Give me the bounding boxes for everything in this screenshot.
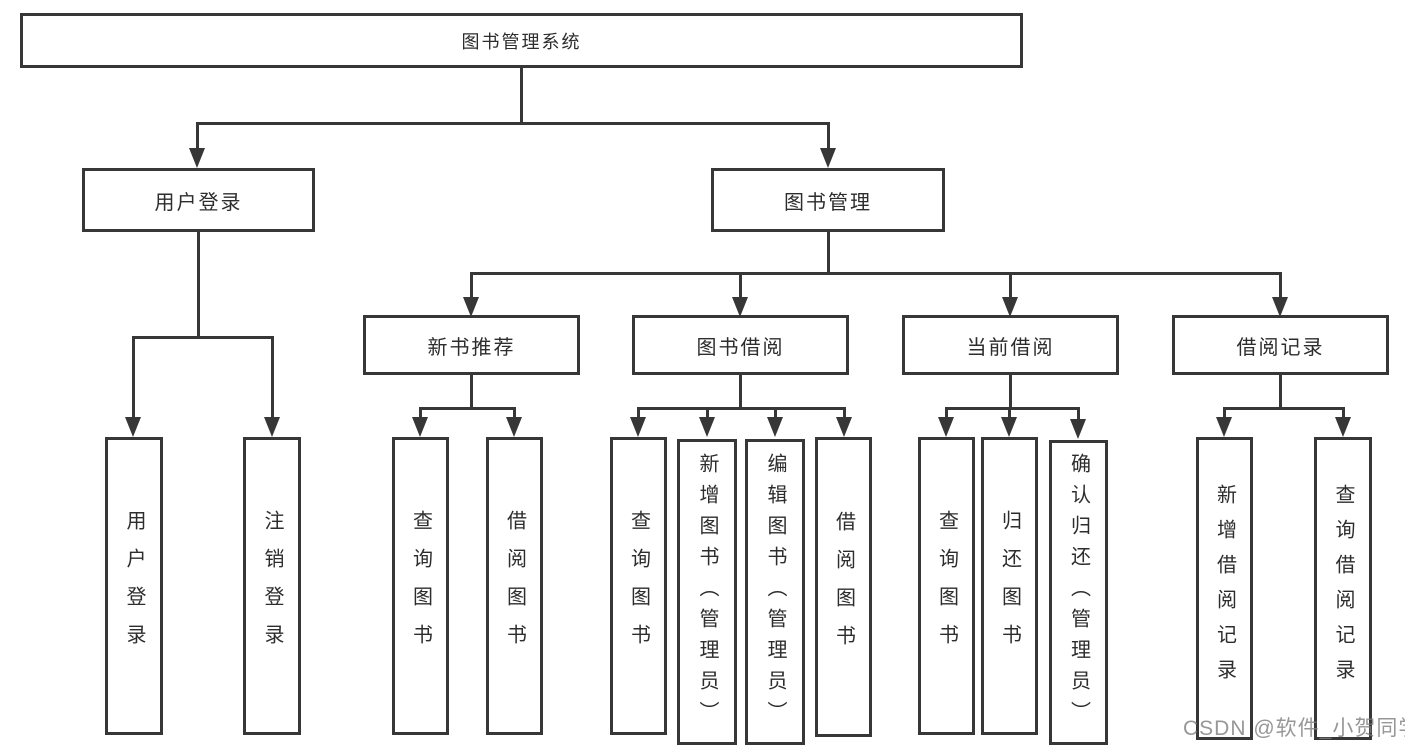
connector-book-rail: [470, 272, 1281, 275]
node-current-borrowing-label: 当前借阅: [966, 336, 1055, 359]
connector-user-rail: [133, 336, 274, 339]
arrowhead-to-user-login: [189, 148, 205, 168]
leaf-newrec-query-books-label: 查询图书: [409, 510, 432, 662]
connector-to-new-recommend: [470, 272, 473, 299]
connector-newrec-right: [513, 407, 516, 419]
connector-borrowing-rail: [638, 407, 845, 410]
arrowhead-current-return: [1001, 417, 1017, 437]
arrowhead-borrowing-edit: [767, 417, 783, 437]
leaf-borrowing-query-books: 查询图书: [610, 437, 667, 735]
arrowhead-newrec-borrow: [506, 417, 522, 437]
arrowhead-to-leaf-logout: [264, 417, 280, 437]
leaf-return-books: 归还图书: [981, 437, 1038, 735]
leaf-confirm-return-admin-label: 确认归还（管理员）: [1067, 453, 1090, 732]
node-book-management-label: 图书管理: [784, 191, 872, 214]
arrowhead-to-borrowing-records: [1272, 297, 1288, 317]
connector-newrec-stem: [470, 375, 473, 407]
arrowhead-current-confirm: [1070, 419, 1086, 439]
leaf-user-login-label: 用户登录: [123, 510, 145, 662]
node-user-login-module: 用户登录: [82, 168, 315, 232]
connector-records-2: [1342, 407, 1345, 419]
connector-to-book-borrowing: [739, 272, 742, 299]
connector-current-2: [1008, 407, 1011, 419]
arrowhead-records-add: [1216, 417, 1232, 437]
connector-root-to-book: [827, 122, 830, 150]
leaf-edit-books-admin-label: 编辑图书（管理员）: [764, 452, 786, 732]
connector-user-to-login: [132, 336, 135, 419]
arrowhead-current-query: [938, 417, 954, 437]
arrowhead-newrec-query: [412, 417, 428, 437]
connector-borrowing-4: [843, 407, 846, 419]
connector-borrowing-2: [706, 407, 709, 419]
connector-borrowing-3: [774, 407, 777, 419]
connector-root-rail: [197, 122, 829, 125]
connector-to-borrowing-records: [1279, 272, 1282, 299]
leaf-add-books-admin: 新增图书（管理员）: [677, 439, 737, 745]
leaf-add-books-admin-label: 新增图书（管理员）: [696, 452, 718, 732]
arrowhead-to-current-borrowing: [1002, 297, 1018, 317]
connector-book-stem: [827, 232, 830, 272]
arrowhead-records-query: [1335, 417, 1351, 437]
node-root-label: 图书管理系统: [461, 31, 582, 52]
connector-borrowing-1: [637, 407, 640, 419]
leaf-add-borrow-record: 新增借阅记录: [1196, 437, 1253, 740]
leaf-user-login: 用户登录: [105, 437, 163, 735]
node-book-management-module: 图书管理: [711, 168, 945, 232]
connector-current-rail: [946, 407, 1079, 410]
connector-records-rail: [1224, 407, 1344, 410]
arrowhead-to-book-management: [820, 148, 836, 168]
arrowhead-to-new-recommend: [463, 297, 479, 317]
connector-root-stem: [520, 68, 523, 122]
leaf-borrowing-borrow-books-label: 借阅图书: [832, 511, 855, 663]
node-root-system: 图书管理系统: [20, 13, 1023, 68]
leaf-current-query-books-label: 查询图书: [935, 510, 958, 662]
connector-current-1: [945, 407, 948, 419]
leaf-return-books-label: 归还图书: [998, 510, 1021, 662]
leaf-logout-label: 注销登录: [261, 510, 283, 662]
connector-user-to-logout: [271, 336, 274, 419]
leaf-logout: 注销登录: [243, 437, 301, 735]
connector-newrec-rail: [420, 407, 516, 410]
connector-records-stem: [1279, 375, 1282, 407]
leaf-newrec-borrow-books: 借阅图书: [486, 437, 543, 735]
node-book-borrowing: 图书借阅: [632, 315, 849, 375]
leaf-borrowing-borrow-books: 借阅图书: [815, 437, 872, 737]
leaf-newrec-borrow-books-label: 借阅图书: [503, 510, 526, 662]
leaf-current-query-books: 查询图书: [918, 437, 975, 735]
connector-current-stem: [1009, 375, 1012, 407]
leaf-add-borrow-record-label: 新增借阅记录: [1213, 483, 1236, 694]
connector-user-stem: [197, 232, 200, 336]
node-user-login-label: 用户登录: [154, 191, 243, 214]
connector-current-3: [1077, 407, 1080, 421]
leaf-borrowing-query-books-label: 查询图书: [627, 510, 650, 662]
csdn-watermark: CSDN @软件_小贺同学: [1183, 717, 1405, 740]
leaf-query-borrow-record: 查询借阅记录: [1314, 437, 1372, 740]
node-book-borrowing-label: 图书借阅: [696, 336, 785, 359]
arrowhead-borrowing-borrow: [836, 417, 852, 437]
node-new-book-recommend: 新书推荐: [363, 315, 580, 375]
node-current-borrowing: 当前借阅: [902, 315, 1119, 375]
arrowhead-to-leaf-user-login: [125, 417, 141, 437]
arrowhead-borrowing-add: [699, 417, 715, 437]
node-borrowing-records-label: 借阅记录: [1236, 336, 1325, 359]
leaf-edit-books-admin: 编辑图书（管理员）: [745, 439, 805, 745]
connector-records-1: [1223, 407, 1226, 419]
connector-newrec-left: [419, 407, 422, 419]
arrowhead-borrowing-query: [630, 417, 646, 437]
leaf-query-borrow-record-label: 查询借阅记录: [1332, 483, 1354, 694]
connector-borrowing-stem: [739, 375, 742, 407]
connector-to-current-borrowing: [1009, 272, 1012, 299]
node-new-book-recommend-label: 新书推荐: [427, 336, 516, 359]
leaf-confirm-return-admin: 确认归还（管理员）: [1049, 440, 1108, 745]
connector-root-to-user: [196, 122, 199, 150]
arrowhead-to-book-borrowing: [732, 297, 748, 317]
node-borrowing-records: 借阅记录: [1172, 315, 1389, 375]
leaf-newrec-query-books: 查询图书: [392, 437, 449, 735]
